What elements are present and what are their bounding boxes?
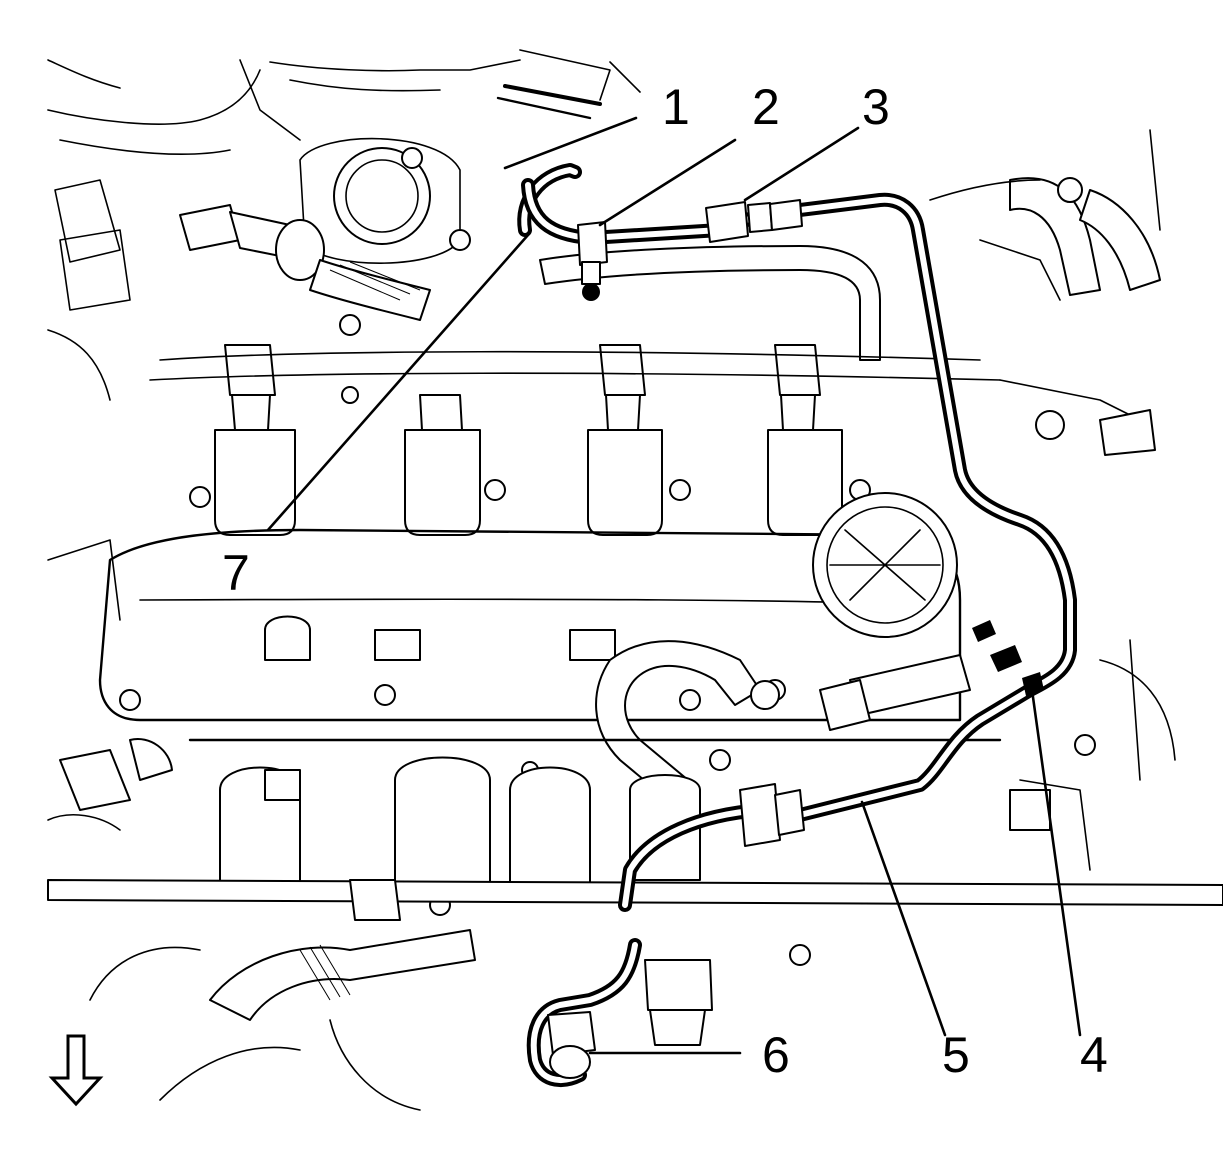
ignition-coils	[214, 429, 843, 536]
leader-lines	[266, 116, 1082, 1055]
pipe-fittings	[547, 199, 1044, 1079]
oil-filler-cap	[812, 492, 958, 638]
callout-1: 1	[662, 79, 690, 135]
callout-6: 6	[762, 1027, 790, 1083]
callout-numbers: 1 2 3 4 5 6 7	[222, 79, 1108, 1083]
callout-4: 4	[1080, 1027, 1108, 1083]
intake-manifold	[188, 738, 1002, 901]
injector-connectors	[224, 344, 821, 431]
engine-background	[47, 49, 1223, 1111]
callout-2: 2	[752, 79, 780, 135]
arrow-down-outline-icon	[48, 1034, 104, 1107]
callout-7: 7	[222, 545, 250, 601]
valve-cover-ribs	[264, 615, 616, 661]
callout-3: 3	[862, 79, 890, 135]
callout-5: 5	[942, 1027, 970, 1083]
